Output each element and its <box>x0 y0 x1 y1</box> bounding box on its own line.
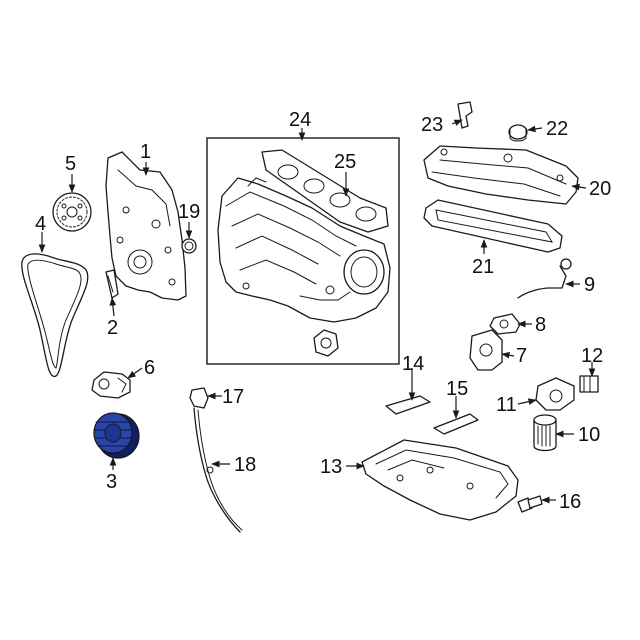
callout-13[interactable]: 13 <box>320 456 342 478</box>
callout-9[interactable]: 9 <box>584 274 595 296</box>
callout-15[interactable]: 15 <box>446 378 468 400</box>
callout-25[interactable]: 25 <box>334 151 356 173</box>
oil-sensor-wire[interactable] <box>517 258 572 299</box>
valve-cover-gasket[interactable] <box>423 199 563 253</box>
dipstick-handle[interactable] <box>189 387 209 409</box>
callout-7[interactable]: 7 <box>516 345 527 367</box>
oil-filter-adapter[interactable] <box>535 377 575 411</box>
callout-3[interactable]: 3 <box>106 471 117 493</box>
dipstick-tube[interactable] <box>193 407 243 533</box>
callout-4[interactable]: 4 <box>35 213 46 235</box>
sensor[interactable] <box>457 101 473 129</box>
callout-1[interactable]: 1 <box>140 141 151 163</box>
plug[interactable] <box>579 375 599 393</box>
timing-cover[interactable] <box>105 151 187 301</box>
chain-guide[interactable] <box>105 269 119 299</box>
camshaft-sprocket[interactable] <box>52 192 92 232</box>
oil-baffle[interactable] <box>385 395 431 415</box>
callout-11[interactable]: 11 <box>496 394 517 416</box>
oil-pump[interactable] <box>469 329 503 371</box>
oil-pan[interactable] <box>361 439 519 521</box>
seal-ring[interactable] <box>181 238 197 254</box>
callout-20[interactable]: 20 <box>589 178 611 200</box>
crankshaft-pulley[interactable] <box>93 412 140 459</box>
callout-labels: 1 5 4 19 2 6 3 24 25 23 22 20 21 9 8 7 1… <box>35 109 611 513</box>
callout-6[interactable]: 6 <box>144 357 155 379</box>
leader-lines <box>38 119 596 504</box>
callout-23[interactable]: 23 <box>421 114 443 136</box>
callout-24[interactable]: 24 <box>289 109 311 131</box>
callout-22[interactable]: 22 <box>546 118 568 140</box>
callout-8[interactable]: 8 <box>535 314 546 336</box>
callout-12[interactable]: 12 <box>581 345 603 367</box>
intake-manifold[interactable] <box>217 177 391 323</box>
callout-18[interactable]: 18 <box>234 454 256 476</box>
callout-2[interactable]: 2 <box>107 317 118 339</box>
valve-cover[interactable] <box>423 145 579 205</box>
callout-16[interactable]: 16 <box>559 491 581 513</box>
intake-gasket[interactable] <box>261 149 389 233</box>
drain-bolt[interactable] <box>517 495 543 513</box>
callout-14[interactable]: 14 <box>402 353 424 375</box>
throttle-body-gasket[interactable] <box>313 329 339 357</box>
oil-filler-cap[interactable] <box>508 124 528 142</box>
chain-tensioner[interactable] <box>91 371 131 399</box>
callout-10[interactable]: 10 <box>578 424 600 446</box>
callout-19[interactable]: 19 <box>178 201 200 223</box>
pump-gasket[interactable] <box>489 313 521 335</box>
timing-chain[interactable] <box>21 253 89 377</box>
callout-21[interactable]: 21 <box>472 256 494 278</box>
callout-5[interactable]: 5 <box>65 153 76 175</box>
oil-filter[interactable] <box>533 414 557 452</box>
callout-17[interactable]: 17 <box>222 386 244 408</box>
